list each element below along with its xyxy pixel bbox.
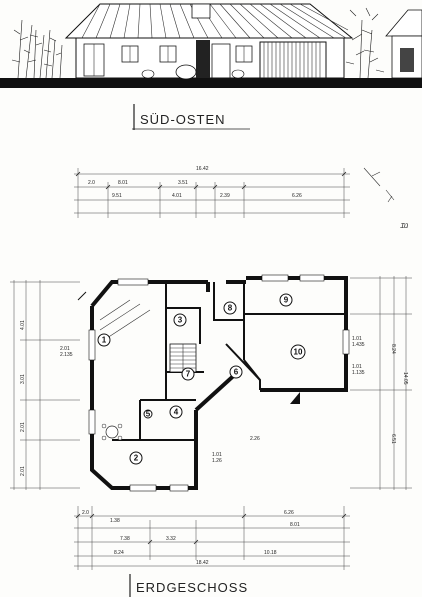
staircase [169,343,197,373]
svg-text:7: 7 [186,370,191,379]
room-label-6: 6 [229,365,243,379]
elevation-ground [0,78,422,88]
top-dimension-chains: 16.42 2.0 8.01 3.51 9.51 4.01 2.39 6.26 … [74,166,409,230]
dim-left-b: 3.01 [20,374,26,384]
dim-small-1: 1.01 [352,336,362,342]
dim-small-4: 1.135 [352,370,365,376]
dim-bottom-chain2-d: 10.18 [264,550,277,556]
room-label-1: 1 [97,333,111,347]
svg-text:2: 2 [134,454,139,463]
elevation-drawing [0,3,422,88]
elevation-garage-slats [263,42,321,78]
dim-bottom-chain2-c: 8.24 [114,550,124,556]
dim-bottom-chain1-a: 2.0 [82,510,89,516]
room-label-7: 7 [181,367,195,381]
dim-left-a: 4.01 [20,320,26,330]
room-label-3: 3 [173,313,187,327]
elevation-title: SÜD-OSTEN [140,112,226,127]
dim-left-c: 2.01 [20,422,26,432]
dim-right-c: 6.51 [390,434,396,444]
dim-top-overall: 16.42 [196,166,209,172]
dim-small-9: 2.26 [250,436,260,442]
elevation-annex-door [400,48,414,72]
bottom-dimension-chains: 2.0 6.26 8.01 7.38 3.32 8.24 10.18 18.42 [74,506,350,570]
dim-top-chain2-d: 6.26 [292,193,302,199]
dim-small-3: 1.01 [352,364,362,370]
dim-top-chain1-c: 3.51 [178,180,188,186]
dim-top-chain2-a: 9.51 [112,193,122,199]
room1-texture [99,299,151,341]
elevation-bush-1 [175,64,197,80]
compass-sketch [363,167,395,203]
dim-small-7: 1.01 [212,452,222,458]
floor-plan [77,274,350,492]
windows [88,274,350,492]
svg-text:5: 5 [146,410,151,419]
svg-text:8: 8 [228,304,233,313]
room-label-2: 2 [129,451,143,465]
dim-bottom-chain1-c: 8.01 [290,522,300,528]
room-label-4: 4 [169,405,183,419]
svg-text:1: 1 [102,336,107,345]
elevation-roof-hatch [81,3,349,39]
dim-top-chain2-b: 4.01 [172,193,182,199]
dim-bottom-overall: 18.42 [196,560,209,566]
svg-text:6: 6 [234,368,239,377]
dim-small-2: 1.435 [352,342,365,348]
dim-small-6: 2.135 [60,352,73,358]
dim-top-chain1-a: 2.0 [88,180,95,186]
elevation-tree-left [11,19,63,79]
svg-text:10: 10 [294,348,303,357]
dim-left-d: 2.01 [20,466,26,476]
elevation-annex-roof [385,9,422,37]
elevation-entrance [196,40,210,78]
room-label-10: 10 [290,344,306,360]
dim-bottom-chain2-a: 7.38 [120,536,130,542]
dim-small-8: 1.26 [212,458,222,464]
svg-text:3: 3 [178,316,183,325]
entrance-arrow [290,392,300,404]
elevation-tree-right [345,7,385,79]
right-dimension-chains: 8.24 14.05 6.51 1.01 1.435 1.01 1.135 1.… [110,276,412,524]
elevation-garage-door [259,41,327,79]
room-labels: 1 2 3 4 5 6 7 8 9 10 [97,293,306,465]
dim-small-5: 2.01 [60,346,70,352]
elevation-entrance-side [211,43,231,79]
sheet-mark: Ɪū [400,222,409,230]
dim-bottom-chain2-b: 3.32 [166,536,176,542]
left-dimension-chains: 4.01 3.01 2.01 2.01 2.01 2.135 [10,280,80,490]
svg-text:4: 4 [174,408,179,417]
dim-right-b: 14.05 [402,372,408,385]
dim-right-a: 8.24 [390,344,396,354]
room-label-8: 8 [223,301,237,315]
dining-table [101,423,123,441]
room-label-5: 5 [143,409,153,419]
room-label-9: 9 [279,293,293,307]
svg-text:9: 9 [284,296,289,305]
dim-top-chain1-b: 8.01 [118,180,128,186]
dim-small-10: 1.38 [110,518,120,524]
dim-bottom-chain1-b: 6.26 [284,510,294,516]
dim-top-chain2-c: 2.39 [220,193,230,199]
elevation-dormer [191,3,211,19]
floor-plan-title: ERDGESCHOSS [136,580,248,595]
